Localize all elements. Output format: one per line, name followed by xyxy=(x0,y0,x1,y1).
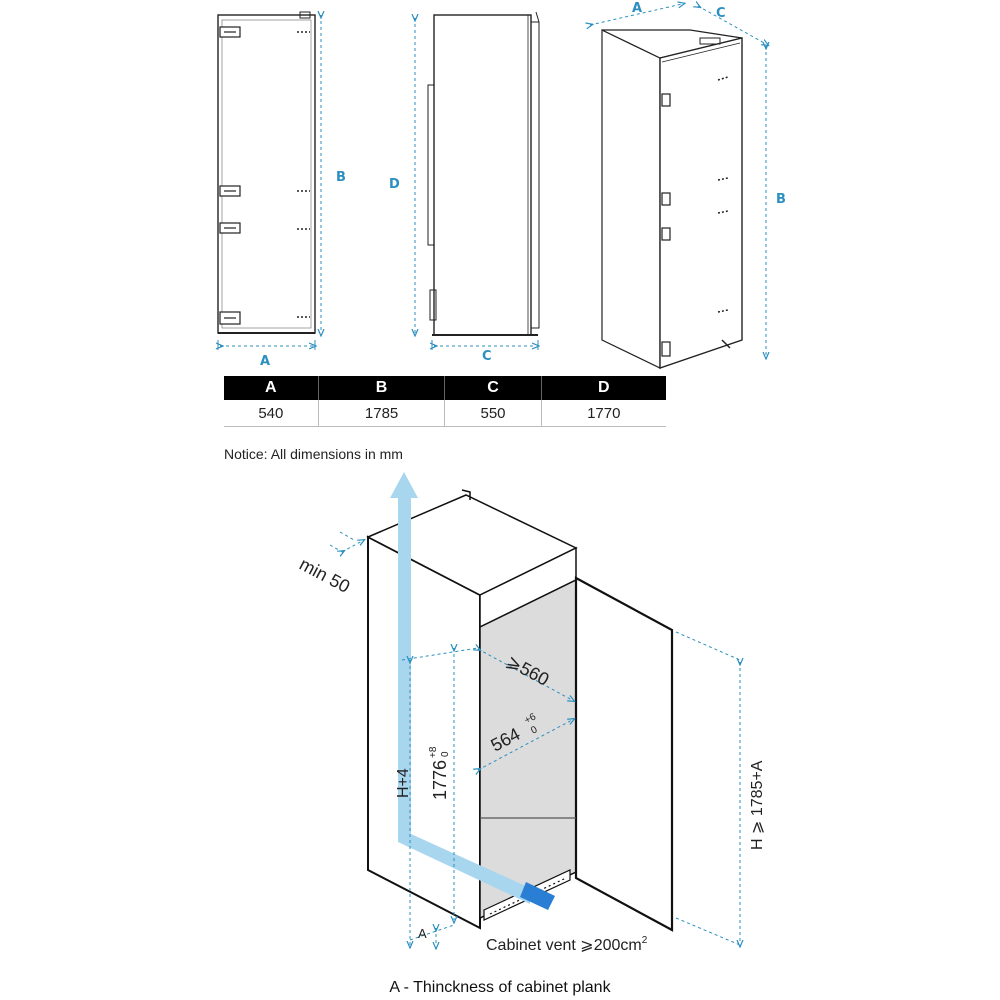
table-row: 540 1785 550 1770 xyxy=(224,400,666,427)
total-height-label: H ⩾ 1785+A xyxy=(749,760,766,850)
table-header: A xyxy=(224,376,319,400)
side-view xyxy=(427,11,540,336)
min-gap-label: min 50 xyxy=(296,554,353,597)
hinge-icon xyxy=(661,93,671,357)
front-view xyxy=(217,11,316,334)
svg-text:+6: +6 xyxy=(523,711,539,726)
airflow-height-label: H+4 xyxy=(395,768,412,798)
table-header: D xyxy=(540,376,666,400)
side-dimensions xyxy=(415,18,538,350)
vent-label: Cabinet vent ⩾200cm2 xyxy=(486,935,648,954)
hinge-icon xyxy=(219,26,241,325)
svg-text:0: 0 xyxy=(529,724,539,737)
iso-depth-label: C xyxy=(716,6,726,21)
dimension-table: A B C D 540 1785 550 1770 xyxy=(224,376,666,427)
table-cell: 540 xyxy=(224,400,319,427)
height-label: 1776 +8 0 xyxy=(428,746,451,800)
airflow-arrow xyxy=(390,472,555,910)
isometric-dimensions xyxy=(590,4,766,356)
table-cell: 1770 xyxy=(540,400,666,427)
plank-marker-label: A xyxy=(418,926,427,941)
table-cell: 1785 xyxy=(317,400,445,427)
caption-text: A - Thinckness of cabinet plank xyxy=(389,979,611,996)
svg-text:+8: +8 xyxy=(428,746,439,758)
front-width-label: A xyxy=(260,354,270,369)
side-width-label: C xyxy=(482,349,492,364)
svg-text:1776: 1776 xyxy=(430,760,450,800)
front-dimensions xyxy=(218,15,321,350)
isometric-view xyxy=(601,29,743,369)
svg-text:0: 0 xyxy=(440,751,451,757)
iso-width-label: A xyxy=(632,1,642,16)
notice-text: Notice: All dimensions in mm xyxy=(224,446,403,462)
side-height-label: D xyxy=(389,177,400,192)
table-header: C xyxy=(444,376,542,400)
iso-height-label: B xyxy=(776,192,786,207)
installation-dimensions xyxy=(329,531,740,946)
table-header: B xyxy=(317,376,445,400)
table-header-row: A B C D xyxy=(224,376,666,400)
table-cell: 550 xyxy=(444,400,542,427)
cabinet xyxy=(366,489,674,932)
front-height-label: B xyxy=(336,170,346,185)
